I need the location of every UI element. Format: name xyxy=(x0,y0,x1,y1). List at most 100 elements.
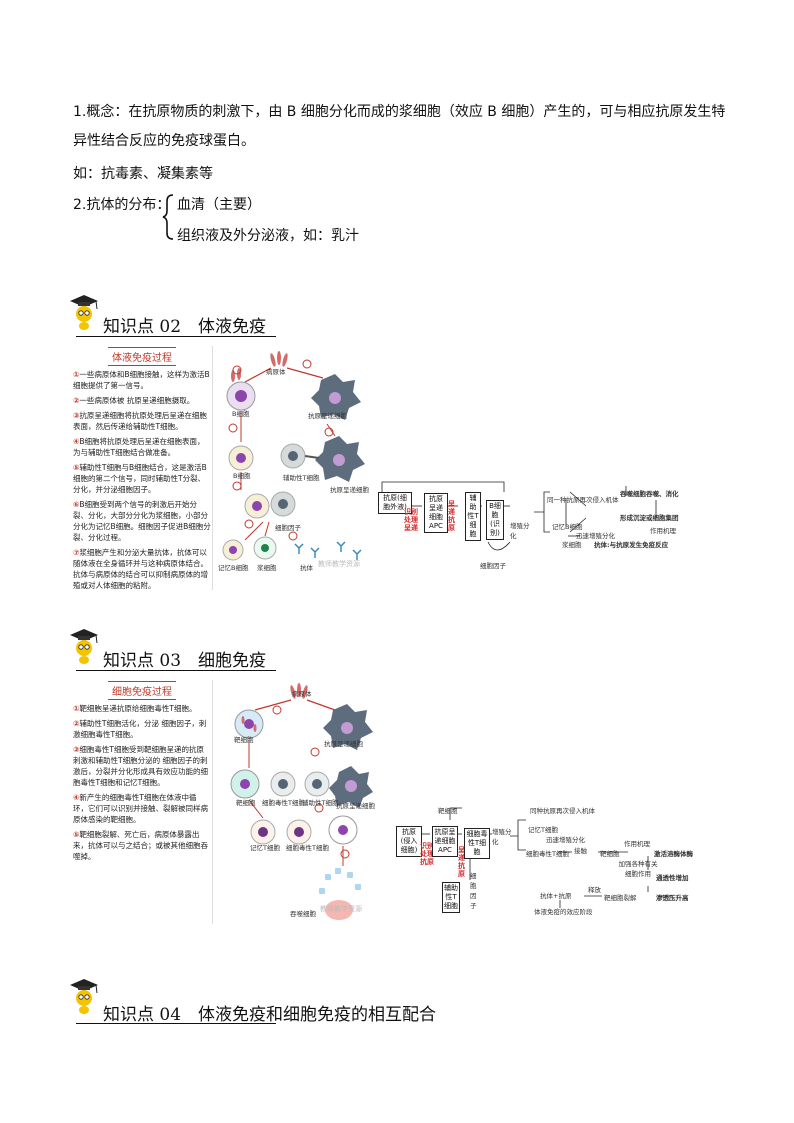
divider xyxy=(212,346,213,590)
flow-th: 辅助性T细胞 xyxy=(465,492,481,541)
flow-th: 辅助性T细胞 xyxy=(442,882,460,913)
step-text: 靶细胞呈递抗原给细胞毒性T细胞。 xyxy=(79,704,197,713)
section-title-cellular: 知识点 03 细胞免疫 xyxy=(103,651,267,671)
concept-line-2: 异性结合反应的免疫球蛋白。 xyxy=(73,133,255,149)
flow-permeability: 通透性增加 xyxy=(656,874,689,882)
cellular-label: 辅助性T细胞 xyxy=(302,799,339,807)
step-number: ⑥ xyxy=(73,500,80,509)
step-number: ④ xyxy=(73,793,80,802)
humoral-label: 抗原呈递细胞 xyxy=(330,486,369,494)
flow-fast: 迅速增殖分化 xyxy=(546,836,585,844)
distribution-item-serum: 血清（主要） xyxy=(177,197,261,213)
flow-mechanism: 作用机理 xyxy=(650,527,676,535)
flow-apc: 抗原呈递细胞APC xyxy=(424,493,448,533)
section-underline xyxy=(76,670,276,671)
step-number: ③ xyxy=(73,411,80,420)
flow-present: 呈递抗原 xyxy=(448,499,455,532)
flow-cytokine: 细胞因子 xyxy=(470,872,477,910)
flow-memT: 记忆T细胞 xyxy=(528,826,558,834)
watermark: 教师教学资源 xyxy=(318,560,360,568)
flow-reinvade: 同种抗原再次侵入机体 xyxy=(530,807,595,815)
flow-plasma: 浆细胞 xyxy=(562,541,582,549)
step-text: 浆细胞产生和分泌大量抗体，抗体可以随体液在全身循环并与这种病原体结合。抗体与病原… xyxy=(73,548,208,590)
concept-line-1: 1.概念：在抗原物质的刺激下，由 B 细胞分化而成的浆细胞（效应 B 细胞）产生… xyxy=(73,104,726,120)
mascot-icon xyxy=(70,979,98,1014)
mascot-icon xyxy=(70,629,98,664)
humoral-label: 抗体 xyxy=(300,564,313,572)
step-number: ① xyxy=(73,704,80,713)
step-number: ④ xyxy=(73,437,80,446)
flow-reinvade: 同一种抗原再次侵入机体 xyxy=(547,496,619,504)
step-text: 辅助性T细胞活化，分泌 细胞因子，刺激细胞毒性T细胞。 xyxy=(73,719,207,739)
flow-identify: 识别处理抗原 xyxy=(420,841,434,866)
flow-contact: 接触 xyxy=(574,847,587,855)
cellular-flowchart-lines xyxy=(420,807,672,908)
flow-prolif: 增殖分化 xyxy=(510,522,530,540)
watermark: 教师教学资源 xyxy=(320,905,362,913)
flow-prolif: 增殖分化 xyxy=(492,828,512,846)
cellular-label: 细胞毒性T细胞 xyxy=(286,844,329,852)
step-number: ② xyxy=(73,719,80,728)
humoral-label: 辅助性T细胞 xyxy=(283,474,320,482)
flow-targetcell: 靶细胞 xyxy=(600,850,620,858)
step-number: ③ xyxy=(73,745,80,754)
humoral-label: 细胞因子 xyxy=(275,524,301,532)
step-number: ① xyxy=(73,370,80,379)
cellular-process-box: 细胞免疫过程 ①靶细胞呈递抗原给细胞毒性T细胞。 ②辅助性T细胞活化，分泌 细胞… xyxy=(73,680,211,924)
flow-antibody: 抗体:与抗原发生免疫反应 xyxy=(594,541,669,549)
step-number: ⑤ xyxy=(73,830,80,839)
flow-effect: 体液免疫的效应阶段 xyxy=(534,908,593,916)
step-text: B细胞将抗原处理后呈递在细胞表面，为与辅助性T细胞结合做准备。 xyxy=(73,437,205,457)
flow-ab-ag: 抗体+抗原 xyxy=(540,892,572,900)
flow-cytokine: 细胞因子 xyxy=(480,562,506,570)
flow-enhance: 加强各种有关细胞作用 xyxy=(618,860,658,878)
humoral-illustration xyxy=(222,351,365,561)
step-number: ⑤ xyxy=(73,463,80,472)
brace-icon xyxy=(162,194,174,240)
step-text: B细胞受到两个信号的刺激后开始分裂、分化，大部分分化为浆细胞，小部分分化为记忆B… xyxy=(73,500,211,542)
divider xyxy=(212,680,213,924)
flow-phagocyte: 吞噬细胞吞噬、消化 xyxy=(620,490,679,498)
flow-antigen: 抗原(细胞外液) xyxy=(378,492,412,514)
flow-apc: 抗原呈递细胞APC xyxy=(432,826,458,857)
cellular-label: 抗原呈递细胞 xyxy=(336,802,375,810)
mascot-icon xyxy=(70,295,98,330)
flow-fast: 迅速增殖分化 xyxy=(576,532,615,540)
flow-lysis: 靶细胞裂解 xyxy=(604,894,637,902)
distribution-item-tissue: 组织液及外分泌液，如：乳汁 xyxy=(177,228,359,244)
humoral-label: 记忆B细胞 xyxy=(218,564,249,572)
cellular-label: 靶细胞 xyxy=(234,736,254,744)
cellular-label: 抗原呈递细胞 xyxy=(324,740,363,748)
humoral-label: B细胞 xyxy=(232,410,250,418)
humoral-label: 病原体 xyxy=(266,368,286,376)
humoral-label: B细胞 xyxy=(233,472,251,480)
step-text: 靶细胞裂解、死亡后，病原体暴露出来，抗体可以与之结合；或被其他细胞吞噬掉。 xyxy=(73,830,208,861)
flow-complex: 形成沉淀或细胞集团 xyxy=(620,514,679,522)
cellular-label: 靶细胞 xyxy=(236,799,256,807)
step-text: 细胞毒性T细胞受到靶细胞呈递的抗原刺激和辅助性T细胞分泌的 细胞因子的刺激后，分… xyxy=(73,745,208,787)
humoral-label: 抗原呈递细胞 xyxy=(308,412,347,420)
flow-present: 呈递抗原 xyxy=(458,845,465,878)
step-number: ② xyxy=(73,396,80,405)
step-number: ⑦ xyxy=(73,548,80,557)
step-text: 一些病原体和B细胞接触，这样为激活B细胞提供了第一信号。 xyxy=(73,370,210,390)
examples-line: 如：抗毒素、凝集素等 xyxy=(73,166,213,182)
flow-b: B细胞(识别) xyxy=(486,500,504,540)
step-text: 一些病原体被 抗原呈递细胞摄取。 xyxy=(79,396,195,405)
section-title-cooperation: 知识点 04 体液免疫和细胞免疫的相互配合 xyxy=(103,1005,437,1025)
flow-osmotic: 渗透压升高 xyxy=(656,894,689,902)
flow-identify: 识别处理呈递 xyxy=(404,507,418,532)
flow-antigen: 抗原(侵入细胞) xyxy=(396,826,422,857)
cellular-box-title: 细胞免疫过程 xyxy=(108,681,176,700)
flow-activate: 激活溶酶体酶 xyxy=(654,850,693,858)
flow-release: 释放 xyxy=(588,886,601,894)
humoral-box-title: 体液免疫过程 xyxy=(108,347,176,366)
cellular-label: 记忆T细胞 xyxy=(250,844,280,852)
section-underline xyxy=(76,336,276,337)
cellular-label: 吞噬细胞 xyxy=(290,910,316,918)
flow-memB: 记忆B细胞 xyxy=(552,523,583,531)
humoral-label: 浆细胞 xyxy=(257,564,277,572)
cellular-label: 病原体 xyxy=(292,690,312,698)
step-text: 抗原呈递细胞将抗原处理后呈递在细胞表面，然后传递给辅助性T细胞。 xyxy=(73,411,207,431)
step-text: 新产生的细胞毒性T细胞在体液中循环，它们可以识别并接触、裂解被同样病原体感染的靶… xyxy=(73,793,208,824)
